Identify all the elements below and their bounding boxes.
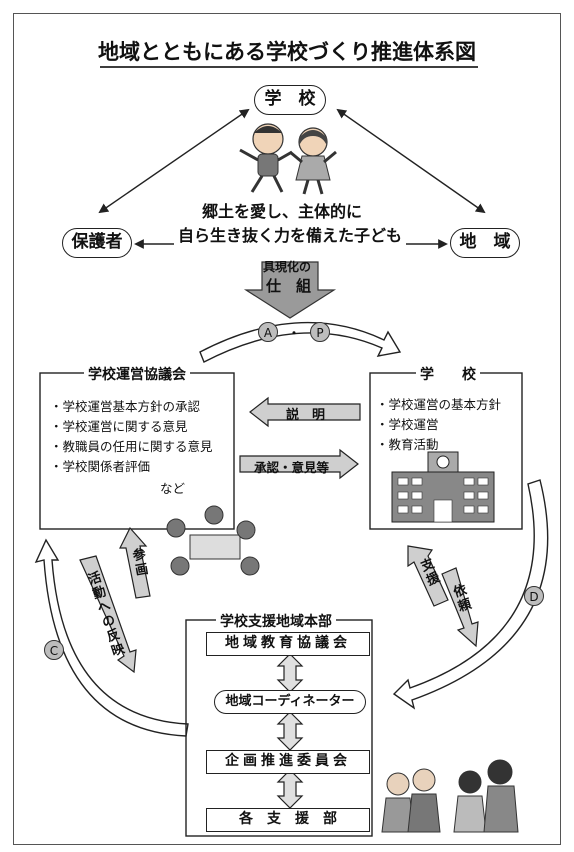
- mechanism-label-1: 具現化の: [263, 260, 312, 274]
- hq-box-planning-committee: 企画推進委員会: [206, 750, 370, 774]
- cycle-separator: ・: [288, 326, 301, 340]
- hq-box-support-departments: 各 支 援 部: [206, 808, 370, 832]
- reflect-arrow: [79, 555, 137, 674]
- participate-arrow: [119, 526, 151, 599]
- hq-box-regional-coordinator: 地域コーディネーター: [214, 690, 366, 714]
- explain-arrow: [249, 396, 361, 428]
- region-pill: 地 域: [450, 228, 520, 258]
- council-etc: など: [160, 481, 186, 496]
- hq-box-regional-education-council: 地域教育協議会: [206, 632, 370, 656]
- cycle-marker-p: P: [310, 322, 330, 342]
- school-item: ・学校運営の基本方針: [376, 397, 502, 412]
- approve-arrow: [239, 448, 359, 480]
- council-label: 学校運営協議会: [84, 364, 190, 384]
- cycle-arrow-c: [34, 538, 189, 737]
- approve-label: 承認・意見等: [254, 460, 330, 475]
- council-item: ・教職員の任用に関する意見: [50, 439, 213, 454]
- school-box-label: 学 校: [416, 364, 480, 384]
- school-item: ・学校運営: [376, 417, 439, 432]
- hq-label: 学校支援地域本部: [216, 611, 336, 631]
- children-illustration: [239, 123, 337, 195]
- goal-line-2: 自ら生き抜く力を備えた子ども: [174, 222, 407, 246]
- school-item: ・教育活動: [376, 437, 439, 452]
- explain-label: 説 明: [286, 408, 326, 423]
- page-title: 地域とともにある学校づくり推進体系図: [98, 40, 476, 64]
- outer-frame: [13, 13, 561, 845]
- council-item: ・学校関係者評価: [50, 459, 151, 474]
- support-arrow: [407, 545, 449, 607]
- cycle-marker-c: C: [44, 640, 64, 660]
- mechanism-label-2: 仕 組: [266, 277, 312, 295]
- cycle-marker-a: A: [258, 322, 278, 342]
- connector-school-region: [336, 108, 486, 214]
- guardians-pill: 保護者: [62, 228, 132, 258]
- school-pill: 学 校: [254, 85, 326, 115]
- cycle-marker-d: D: [524, 586, 544, 606]
- meeting-illustration: [166, 505, 260, 576]
- council-item: ・学校運営基本方針の承認: [50, 399, 201, 414]
- hq-double-arrows: [276, 653, 304, 809]
- cycle-arrow-d: [392, 479, 549, 710]
- school-building-illustration: [391, 451, 495, 523]
- mechanism-arrow: [243, 261, 337, 319]
- goal-line-1: 郷土を愛し、主体的に: [202, 202, 363, 221]
- council-item: ・学校運営に関する意見: [50, 419, 188, 434]
- connector-school-guardians: [98, 108, 250, 214]
- community-people-illustration: [381, 759, 519, 833]
- request-arrow: [441, 567, 479, 648]
